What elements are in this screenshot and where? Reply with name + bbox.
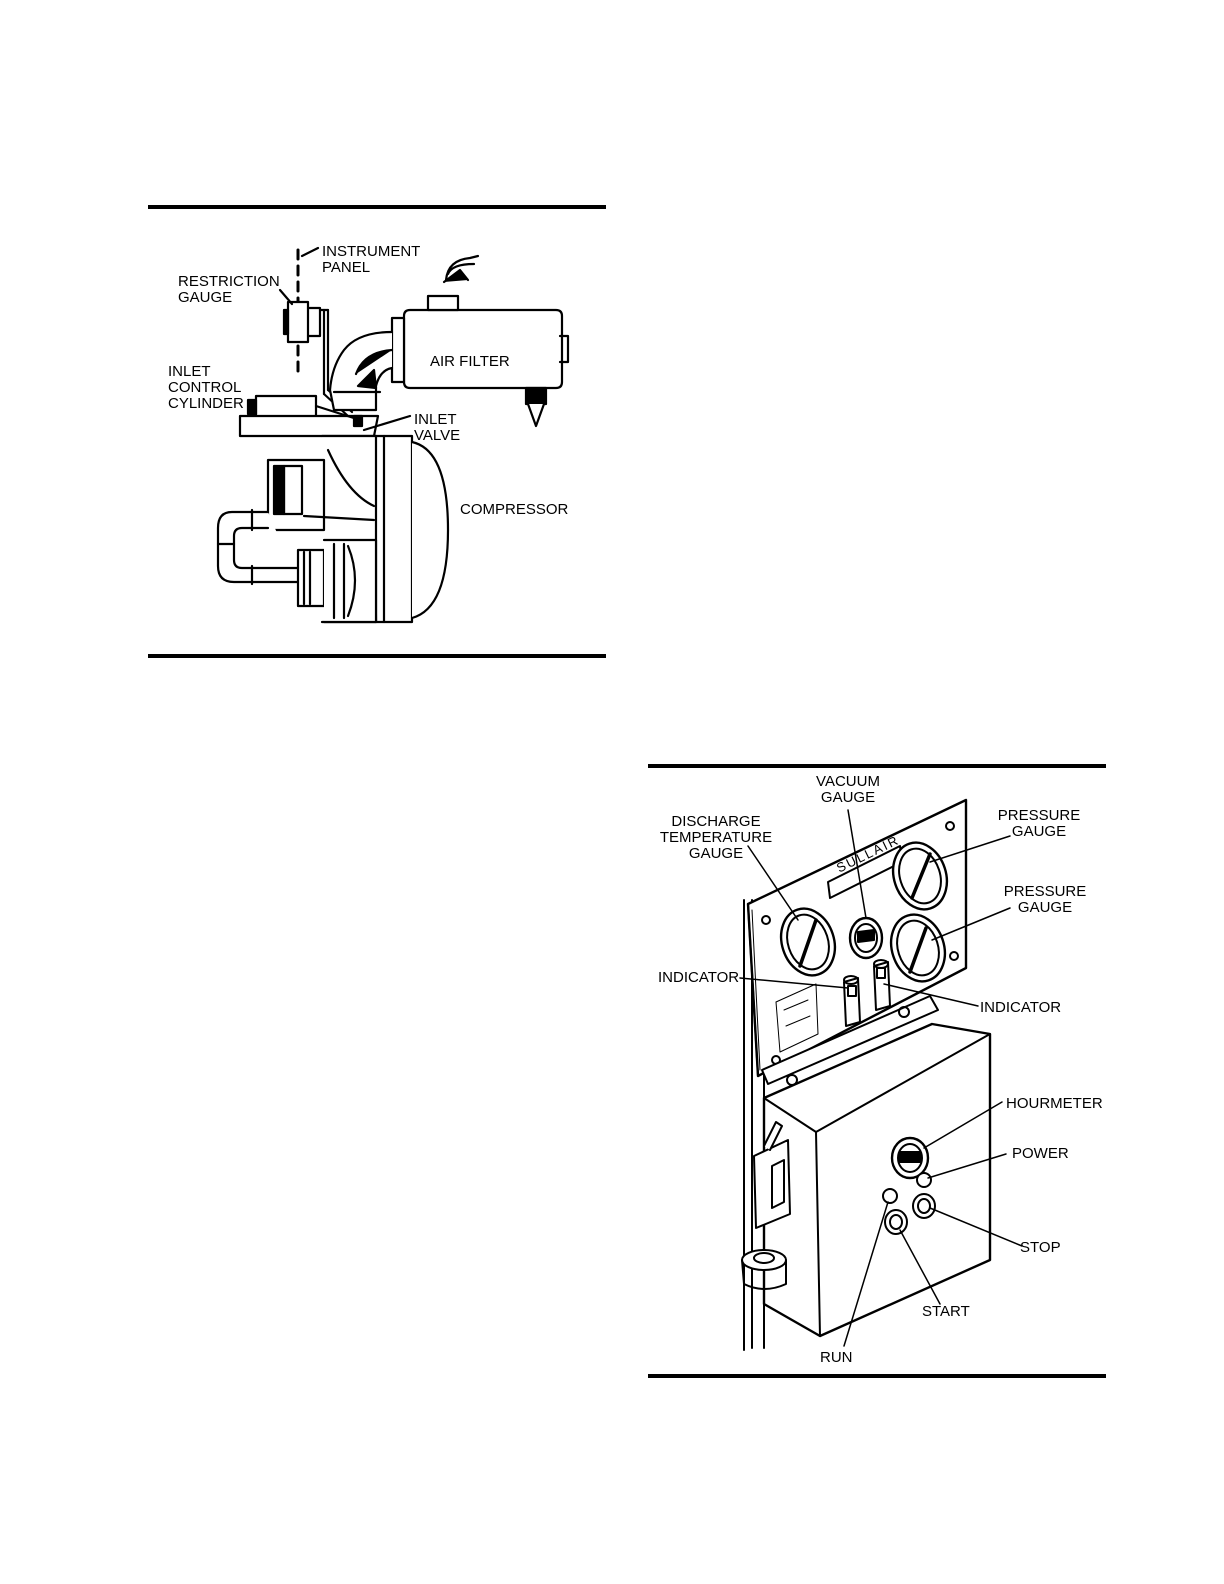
run-label: RUN — [820, 1350, 853, 1366]
stop-button-drawing — [913, 1194, 935, 1218]
restriction-gauge-label: RESTRICTION GAUGE — [178, 274, 280, 306]
hourmeter-label: HOURMETER — [1006, 1096, 1103, 1112]
indicator-left-drawing — [844, 976, 860, 1026]
vacuum-gauge-label: VACUUM GAUGE — [808, 774, 888, 806]
figure2-control-panel-diagram: SULLAIR VACUUM GAUGE DISCHARGE TEMPERATU… — [648, 770, 1108, 1370]
power-light-drawing — [917, 1173, 931, 1187]
stop-label: STOP — [1020, 1240, 1061, 1256]
instrument-panel-label: INSTRUMENT PANEL — [322, 244, 420, 276]
air-filter-label: AIR FILTER — [430, 354, 510, 370]
indicator-right-label: INDICATOR — [980, 1000, 1061, 1016]
inlet-control-cylinder-label: INLET CONTROL CYLINDER — [168, 364, 244, 412]
figure2-bottom-rule — [648, 1374, 1106, 1378]
figure1-air-intake-diagram: INSTRUMENT PANEL RESTRICTION GAUGE AIR F… — [148, 210, 608, 650]
vacuum-gauge-drawing — [850, 918, 882, 958]
discharge-temperature-gauge-label: DISCHARGE TEMPERATURE GAUGE — [656, 814, 776, 862]
compressor-drawing — [218, 436, 448, 622]
compressor-label: COMPRESSOR — [460, 502, 568, 518]
inlet-valve-label: INLET VALVE — [414, 412, 460, 444]
power-label: POWER — [1012, 1146, 1069, 1162]
run-light-drawing — [883, 1189, 897, 1203]
figure1-top-rule — [148, 205, 606, 209]
air-filter-drawing — [392, 256, 568, 426]
figure1-bottom-rule — [148, 654, 606, 658]
pressure-gauge-2-label: PRESSURE GAUGE — [1000, 884, 1090, 916]
start-button-drawing — [885, 1210, 907, 1234]
intake-elbow-drawing — [330, 332, 392, 410]
hourmeter-drawing — [892, 1138, 928, 1178]
indicator-left-label: INDICATOR — [658, 970, 739, 986]
pressure-gauge-1-label: PRESSURE GAUGE — [994, 808, 1084, 840]
figure2-top-rule — [648, 764, 1106, 768]
start-label: START — [922, 1304, 970, 1320]
